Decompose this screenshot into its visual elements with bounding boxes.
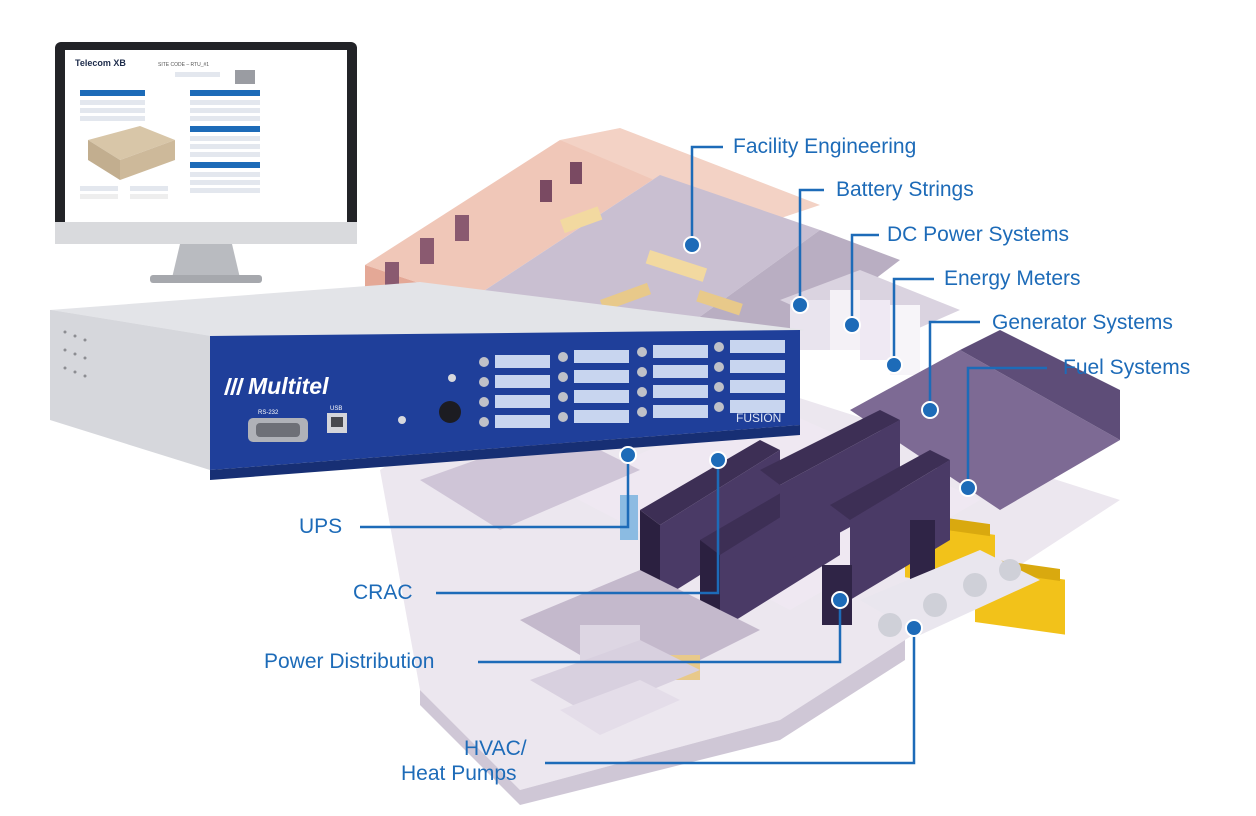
hvac-line [545,628,916,765]
fuel-systems-line [966,366,1047,488]
dc-power-systems-dot [843,316,861,334]
label-energy-meters: Energy Meters [944,267,1081,290]
battery-strings-line [798,188,824,305]
label-battery-strings: Battery Strings [836,178,974,201]
fuel-systems-dot [959,479,977,497]
crac-dot [709,451,727,469]
power-distribution-dot [831,591,849,609]
monitor-site-code: SITE CODE – RTU_#1 [158,62,209,68]
ups-line [360,460,630,529]
label-crac: CRAC [353,581,413,604]
generator-systems-line [928,320,980,410]
energy-meters-dot [885,356,903,374]
crac-line [436,460,720,595]
label-hvac-heat-pumps: HVAC/ [464,737,527,761]
dc-power-systems-line [850,233,879,325]
device-port-serial-label: RS-232 [258,410,279,416]
facility-engineering-line [690,145,723,245]
label-ups: UPS [299,515,343,538]
callout-dots [619,236,977,637]
device-model: FUSION [736,411,781,425]
callout-lines [360,145,1047,765]
energy-meters-line [892,277,934,365]
label-fuel-systems: Fuel Systems [1063,356,1191,379]
label-generator-systems: Generator Systems [992,311,1173,334]
power-distribution-line [478,600,842,664]
label-hvac-line1: HVAC/ [464,737,527,760]
label-power-distribution: Power Distribution [264,650,435,673]
generator-systems-dot [921,401,939,419]
device-port-usb-label: USB [330,406,342,412]
label-dc-power-systems: DC Power Systems [887,223,1070,246]
facility-engineering-dot [683,236,701,254]
multitel-device: Multitel RS-232 USB FUSION [50,282,805,480]
hvac-dot [905,619,923,637]
ups-dot [619,446,637,464]
battery-strings-dot [791,296,809,314]
label-hvac-line2: Heat Pumps [401,762,517,785]
monitor-logo: Telecom XB [75,58,126,68]
device-brand: Multitel [248,373,329,399]
monitor-illustration: Telecom XB SITE CODE – RTU_#1 [55,42,357,283]
label-facility-engineering: Facility Engineering [733,135,917,158]
